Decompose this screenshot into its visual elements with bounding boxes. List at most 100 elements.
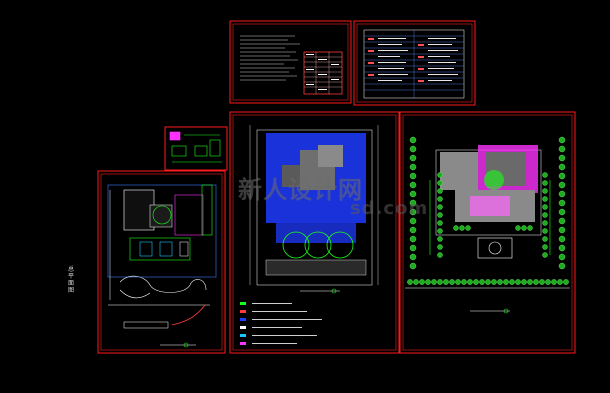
watermark-domain: sd.com xyxy=(350,198,429,219)
tree-symbol xyxy=(491,279,497,285)
notes-sheet-frame xyxy=(229,20,352,104)
tree-symbol xyxy=(503,279,509,285)
watermark-text: 新人设计网 xyxy=(238,176,363,204)
tree-symbol xyxy=(437,204,443,210)
tree-symbol xyxy=(515,225,521,231)
tree-symbol xyxy=(437,236,443,242)
tree-symbol xyxy=(473,279,479,285)
tree-symbol xyxy=(542,212,548,218)
tree-symbol xyxy=(425,279,431,285)
tree-symbol xyxy=(409,163,417,171)
tree-symbol xyxy=(407,279,413,285)
tree-symbol xyxy=(558,199,566,207)
tree-symbol xyxy=(558,145,566,153)
tree-symbol xyxy=(437,180,443,186)
tree-symbol xyxy=(409,145,417,153)
legend-table-sheet-frame xyxy=(353,20,476,106)
tree-symbol xyxy=(409,244,417,252)
tree-symbol xyxy=(558,190,566,198)
tree-symbol xyxy=(437,172,443,178)
tree-symbol xyxy=(431,279,437,285)
tree-symbol xyxy=(409,226,417,234)
tree-symbol xyxy=(558,181,566,189)
tree-symbol xyxy=(533,279,539,285)
watermark: 新人设计网 xyxy=(238,170,363,205)
tree-symbol xyxy=(509,279,515,285)
notes-table xyxy=(303,51,343,95)
tree-symbol xyxy=(539,279,545,285)
tree-symbol xyxy=(443,279,449,285)
tree-symbol xyxy=(563,279,569,285)
tree-symbol xyxy=(558,226,566,234)
tree-symbol xyxy=(558,154,566,162)
tree-symbol xyxy=(437,196,443,202)
notes-sheet-inner xyxy=(232,23,349,101)
tree-symbol xyxy=(413,279,419,285)
detail-drawing xyxy=(169,131,222,163)
tree-symbol xyxy=(551,279,557,285)
tree-symbol xyxy=(409,262,417,270)
plan-right-drawing xyxy=(405,145,570,314)
tree-symbol xyxy=(527,225,533,231)
tree-symbol xyxy=(437,279,443,285)
tree-symbol xyxy=(455,279,461,285)
tree-symbol xyxy=(542,180,548,186)
tree-symbol xyxy=(521,225,527,231)
tree-symbol xyxy=(542,220,548,226)
tree-symbol xyxy=(409,208,417,216)
plan-center-drawing xyxy=(240,125,379,345)
tree-symbol xyxy=(542,244,548,250)
tree-symbol xyxy=(515,279,521,285)
detail-sheet-frame xyxy=(164,126,228,171)
tree-symbol xyxy=(558,262,566,270)
tree-symbol xyxy=(465,225,471,231)
tree-symbol xyxy=(542,196,548,202)
tree-symbol xyxy=(497,279,503,285)
tree-symbol xyxy=(437,252,443,258)
plan-center-frame xyxy=(229,111,400,354)
vertical-label: 总 平 面 图 xyxy=(68,266,75,294)
tree-symbol xyxy=(409,172,417,180)
plan-left-frame xyxy=(97,170,226,354)
tree-symbol xyxy=(437,228,443,234)
tree-symbol xyxy=(521,279,527,285)
tree-symbol xyxy=(409,154,417,162)
tree-symbol xyxy=(479,279,485,285)
tree-symbol xyxy=(409,190,417,198)
tree-symbol xyxy=(558,235,566,243)
tree-symbol xyxy=(461,279,467,285)
tree-symbol xyxy=(542,252,548,258)
tree-symbol xyxy=(558,208,566,216)
tree-symbol xyxy=(558,253,566,261)
tree-symbol xyxy=(449,279,455,285)
tree-symbol xyxy=(409,136,417,144)
tree-symbol xyxy=(485,279,491,285)
tree-symbol xyxy=(409,253,417,261)
tree-symbol xyxy=(409,199,417,207)
tree-symbol xyxy=(542,172,548,178)
tree-symbol xyxy=(558,244,566,252)
tree-symbol xyxy=(437,244,443,250)
tree-symbol xyxy=(558,136,566,144)
tree-symbol xyxy=(453,225,459,231)
tree-symbol xyxy=(558,163,566,171)
tree-symbol xyxy=(545,279,551,285)
tree-symbol xyxy=(527,279,533,285)
tree-symbol xyxy=(437,188,443,194)
tree-symbol xyxy=(409,235,417,243)
tree-symbol xyxy=(558,217,566,225)
tree-symbol xyxy=(542,188,548,194)
plan-left-drawing xyxy=(107,184,217,348)
tree-symbol xyxy=(542,204,548,210)
tree-symbol xyxy=(419,279,425,285)
plan-right-frame xyxy=(399,111,576,354)
tree-symbol xyxy=(459,225,465,231)
tree-symbol xyxy=(409,181,417,189)
tree-symbol xyxy=(542,228,548,234)
tree-symbol xyxy=(437,212,443,218)
tree-symbol xyxy=(542,236,548,242)
tree-symbol xyxy=(558,172,566,180)
notes-text-lines xyxy=(240,35,300,81)
